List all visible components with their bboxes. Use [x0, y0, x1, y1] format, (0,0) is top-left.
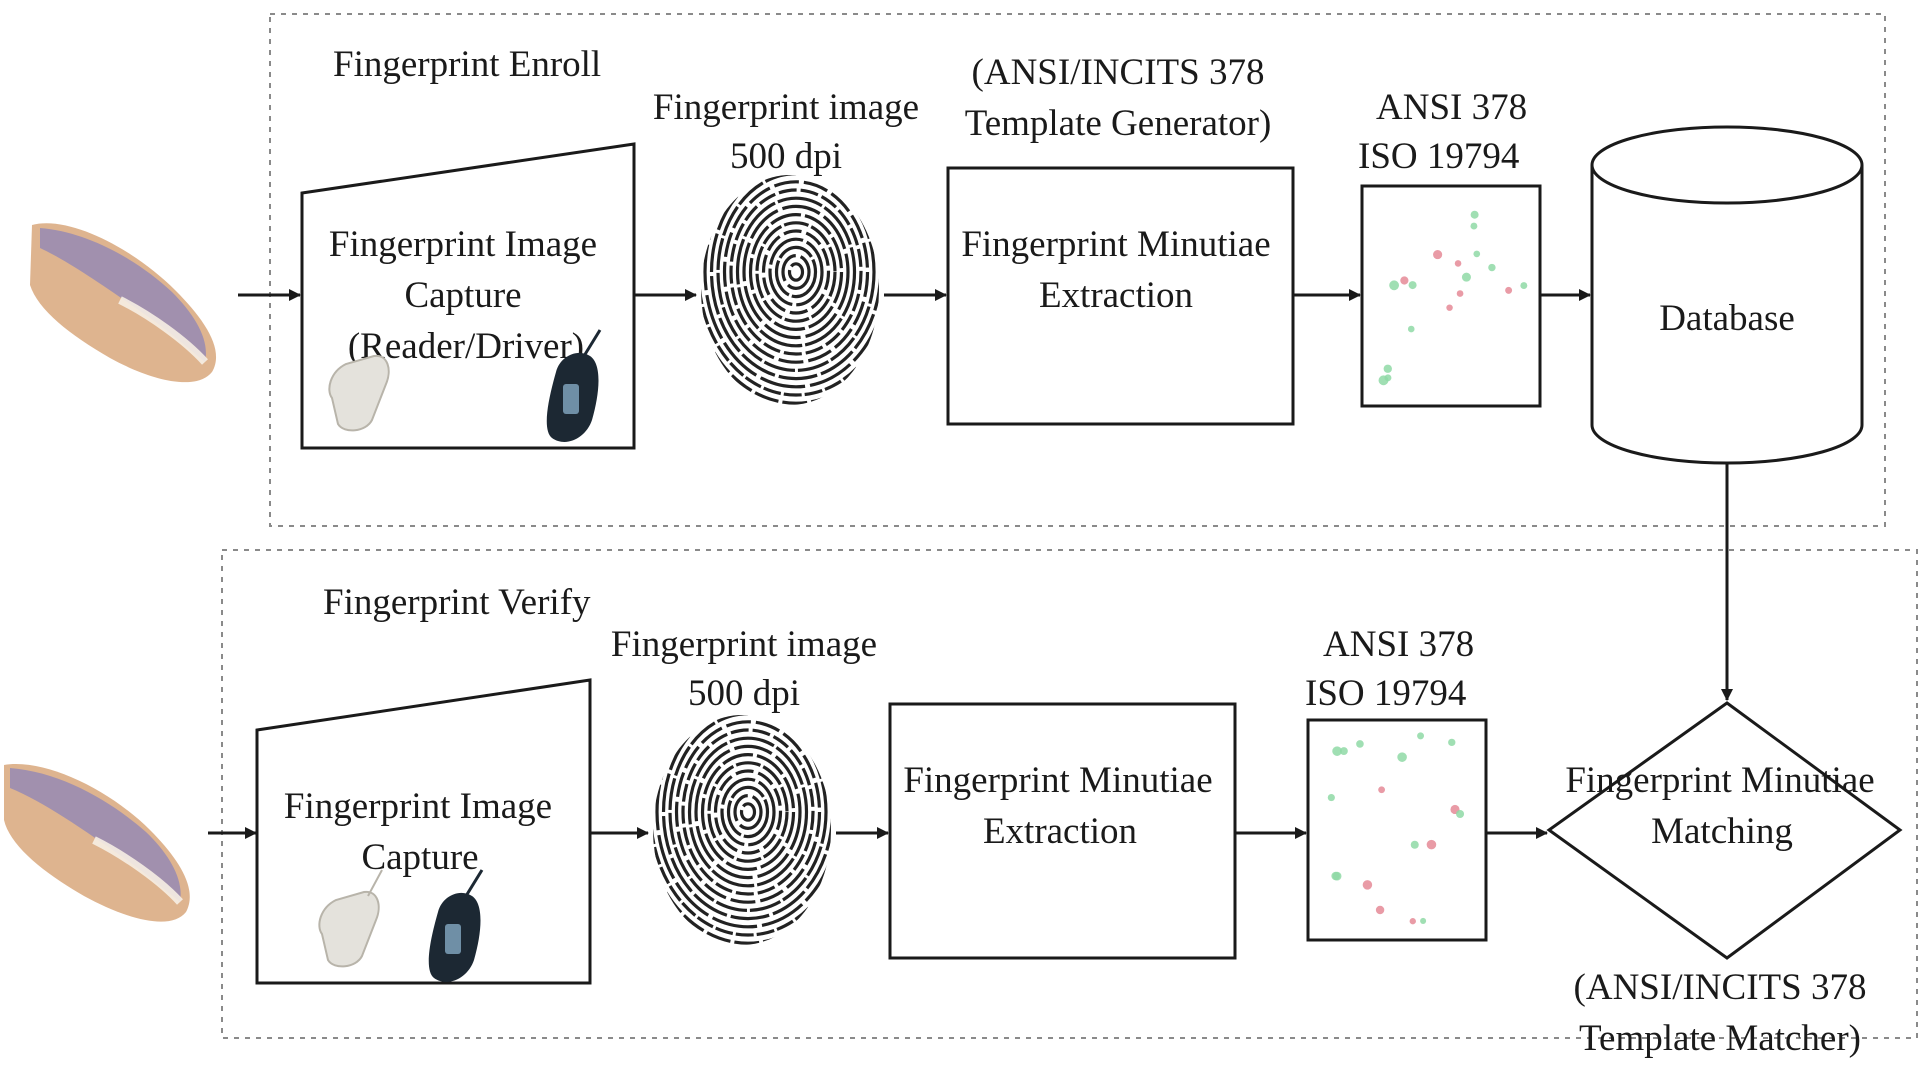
enroll-extraction-label-line1: Fingerprint Minutiae [961, 224, 1270, 265]
enroll-image-label-line1: Fingerprint image [653, 87, 919, 128]
enroll-capture-label-line2: Capture [404, 275, 521, 316]
verify-capture-label-line1: Fingerprint Image [284, 786, 552, 827]
enroll-image-label-line2: 500 dpi [730, 136, 842, 177]
matching-label-line1: Fingerprint Minutiae [1565, 760, 1874, 801]
verify-capture-box [255, 678, 592, 985]
enroll-template-label-line1: ANSI 378 [1376, 87, 1527, 128]
verify-template-label-line2: ISO 19794 [1305, 673, 1466, 714]
verify-image-label-line1: Fingerprint image [611, 624, 877, 665]
verify-extraction-box [888, 702, 1237, 960]
enroll-capture-label-line3: (Reader/Driver) [348, 326, 584, 367]
minutiae-map-icon [1378, 210, 1528, 386]
verify-extraction-label-line1: Fingerprint Minutiae [903, 760, 1212, 801]
enroll-extraction-box [946, 166, 1295, 426]
enroll-section-title: Fingerprint Enroll [333, 44, 601, 85]
verify-capture-label-line2: Capture [361, 837, 478, 878]
finger-icon [4, 764, 190, 922]
fingerprint-image-icon [701, 175, 879, 405]
enroll-capture-label-line1: Fingerprint Image [329, 224, 597, 265]
matcher-label-line1: (ANSI/INCITS 378 [1574, 967, 1867, 1008]
verify-template-box [1306, 718, 1488, 942]
matcher-label-line2: Template Matcher) [1579, 1018, 1861, 1059]
enroll-template-label-line2: ISO 19794 [1358, 136, 1519, 177]
verify-template-label-line1: ANSI 378 [1323, 624, 1474, 665]
database-cylinder [1590, 125, 1864, 465]
fingerprint-reader-icon [318, 869, 383, 968]
fingerprint-reader-icon [546, 329, 602, 442]
enroll-generator-label-line1: (ANSI/INCITS 378 [972, 52, 1265, 93]
matching-label-line2: Matching [1651, 811, 1793, 852]
verify-extraction-label-line2: Extraction [983, 811, 1137, 852]
fingerprint-reader-icon [328, 354, 390, 432]
finger-icon [30, 223, 217, 383]
enroll-section-frame [269, 13, 1886, 527]
fingerprint-image-icon [653, 715, 831, 945]
verify-section-frame [221, 549, 1918, 1039]
verify-section-title: Fingerprint Verify [323, 582, 591, 623]
verify-image-label-line2: 500 dpi [688, 673, 800, 714]
database-label: Database [1659, 298, 1795, 339]
enroll-template-box [1360, 184, 1542, 408]
minutiae-map-icon [1327, 732, 1465, 925]
enroll-generator-label-line2: Template Generator) [965, 103, 1272, 144]
enroll-extraction-label-line2: Extraction [1039, 275, 1193, 316]
matching-diamond [1546, 701, 1903, 960]
fingerprint-reader-icon [428, 869, 484, 982]
